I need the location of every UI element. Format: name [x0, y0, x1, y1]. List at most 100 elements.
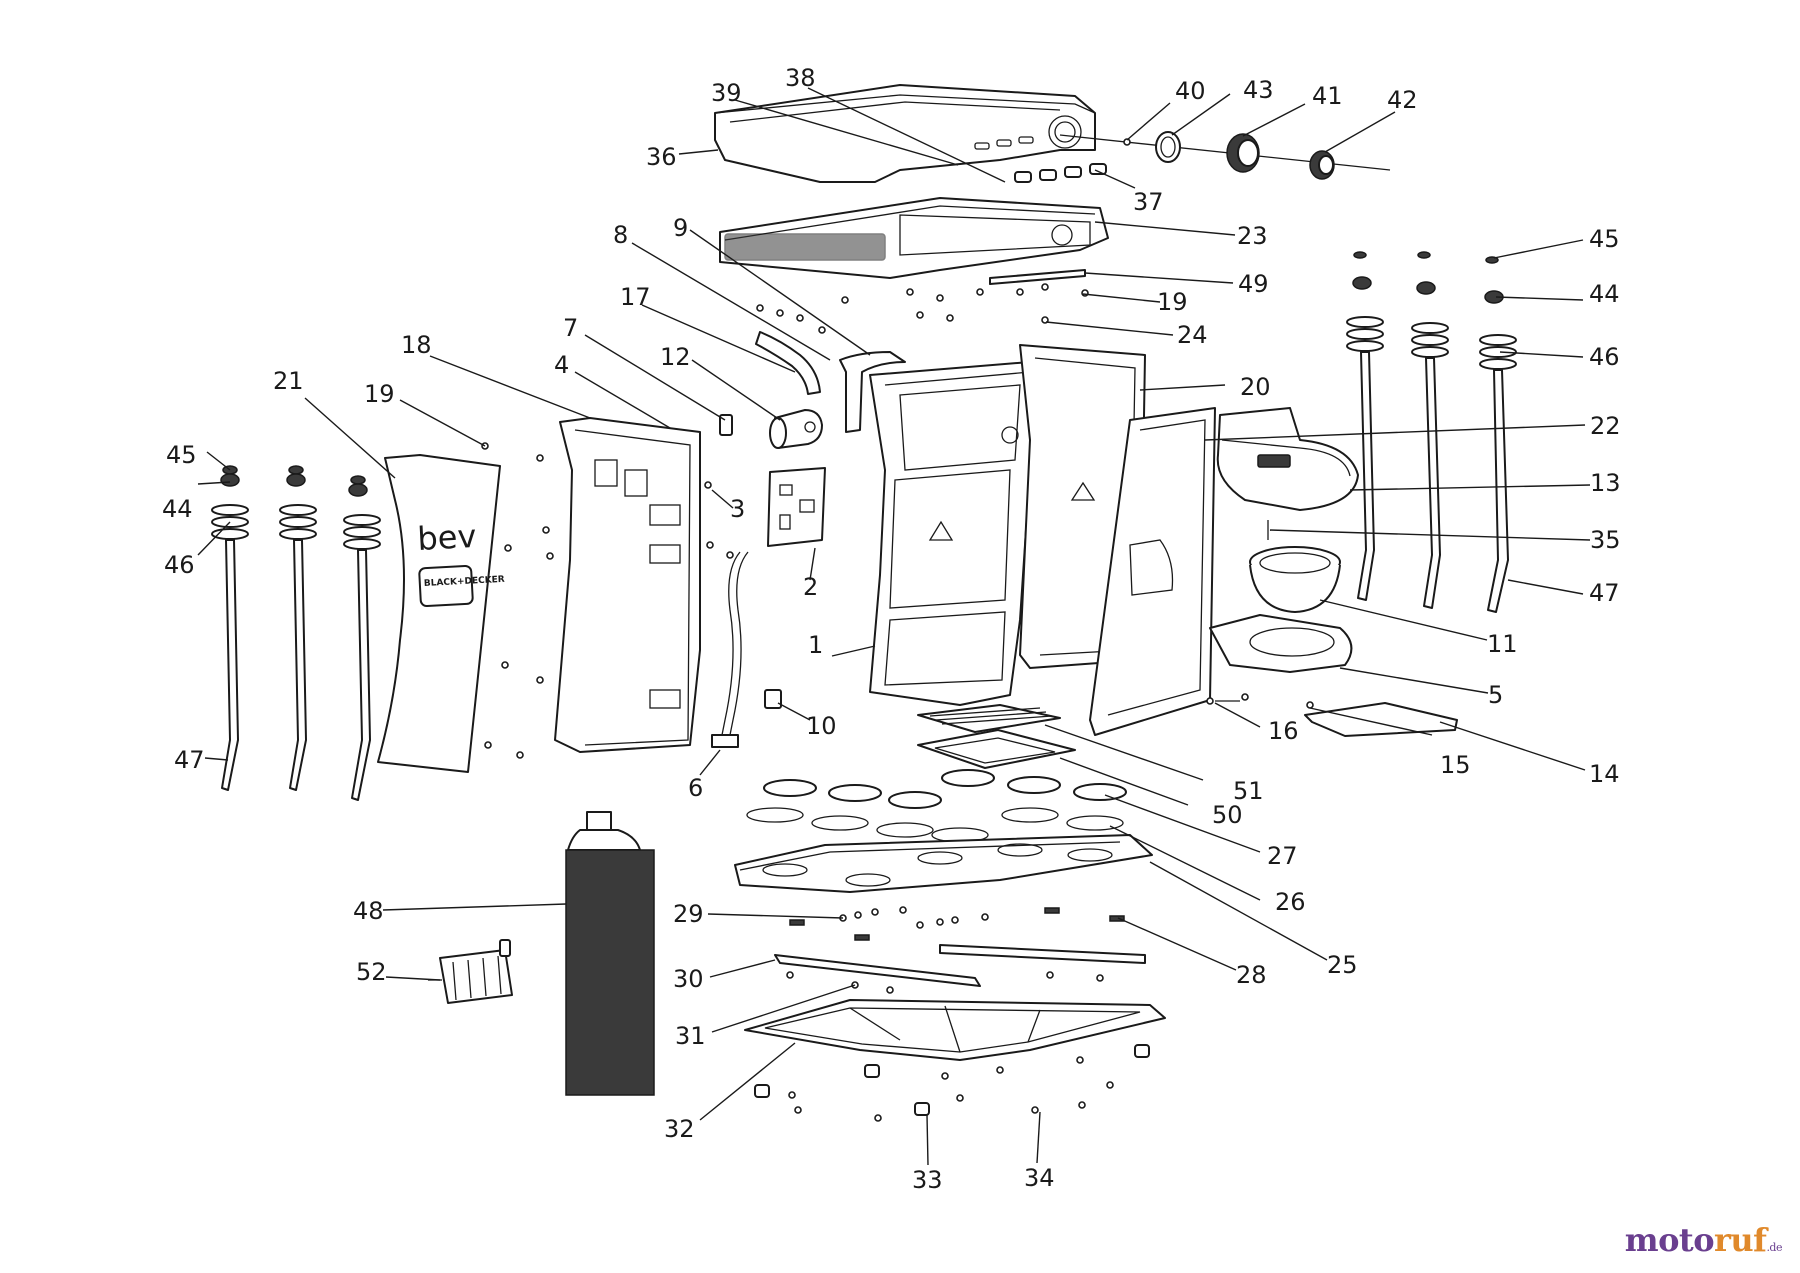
callout-17: 17	[620, 283, 651, 311]
callout-34: 34	[1024, 1164, 1055, 1192]
callout-35: 35	[1590, 526, 1621, 554]
callout-45-left: 45	[166, 441, 197, 469]
callout-1: 1	[808, 631, 823, 659]
callout-24: 24	[1177, 321, 1208, 349]
part-11-filter-cup	[1249, 546, 1341, 613]
part-44-47-right-tubes	[1346, 251, 1517, 613]
callout-48: 48	[353, 897, 384, 925]
callout-38: 38	[785, 64, 816, 92]
part-6-wire-harness	[711, 551, 749, 748]
callout-41: 41	[1312, 82, 1343, 110]
site-watermark: motoruf.de	[1624, 1221, 1783, 1259]
black-decker-logo: BLACK+DECKER	[424, 575, 505, 589]
callout-39: 39	[711, 79, 742, 107]
callout-49: 49	[1238, 270, 1269, 298]
watermark-part2: ruf	[1714, 1221, 1767, 1259]
part-51-grille	[917, 704, 1061, 733]
part-52-power-unit	[428, 939, 513, 1004]
callout-45-right: 45	[1589, 225, 1620, 253]
callout-30: 30	[673, 965, 704, 993]
callout-7: 7	[563, 314, 578, 342]
callout-27: 27	[1267, 842, 1298, 870]
part-44-47-left-tubes	[211, 465, 381, 801]
part-10-module	[764, 689, 782, 709]
callout-19-right: 19	[1157, 288, 1188, 316]
callout-28: 28	[1236, 961, 1267, 989]
callout-23: 23	[1237, 222, 1268, 250]
part-22-outer-panel	[1089, 407, 1216, 736]
callout-4: 4	[554, 351, 569, 379]
part-48-canister	[565, 811, 655, 1096]
callout-8: 8	[613, 221, 628, 249]
part-30-rails	[774, 944, 1146, 987]
callout-37: 37	[1133, 188, 1164, 216]
callout-36: 36	[646, 143, 677, 171]
callout-26: 26	[1275, 888, 1306, 916]
callout-21: 21	[273, 367, 304, 395]
callout-47-right: 47	[1589, 579, 1620, 607]
callout-40: 40	[1175, 77, 1206, 105]
callout-15: 15	[1440, 751, 1471, 779]
callout-18: 18	[401, 331, 432, 359]
part-50-tray	[917, 729, 1076, 769]
callout-labels: 1 2 3 4 5 6 7 8 9 10 11 12 13 14 15 16 1…	[162, 64, 1621, 1194]
callout-12: 12	[660, 343, 691, 371]
callout-43: 43	[1243, 76, 1274, 104]
callout-46-left: 46	[164, 551, 195, 579]
bev-logo: bev	[416, 517, 477, 558]
screws-upper	[756, 283, 1089, 334]
callout-33: 33	[912, 1166, 943, 1194]
part-2-pcb	[767, 467, 826, 547]
callout-44-left: 44	[162, 495, 193, 523]
callout-22: 22	[1590, 412, 1621, 440]
callout-13: 13	[1590, 469, 1621, 497]
leader-lines	[197, 87, 1591, 1166]
callout-50: 50	[1212, 801, 1243, 829]
callout-14: 14	[1589, 760, 1620, 788]
callout-3: 3	[730, 495, 745, 523]
callout-29: 29	[673, 900, 704, 928]
watermark-part1: moto	[1624, 1221, 1715, 1259]
callout-2: 2	[803, 573, 818, 601]
part-31-screws	[786, 971, 1104, 994]
part-17-hose	[755, 331, 821, 395]
callout-51: 51	[1233, 777, 1264, 805]
callout-11: 11	[1487, 630, 1518, 658]
part-49-strip	[989, 269, 1086, 285]
part-5-base-ring	[1209, 614, 1353, 673]
callout-16: 16	[1268, 717, 1299, 745]
part-21-front-panel: bev BLACK+DECKER	[377, 454, 505, 773]
callout-46-right: 46	[1589, 343, 1620, 371]
callout-10: 10	[806, 712, 837, 740]
part-32-base-frame	[744, 999, 1166, 1061]
part-23-control-housing	[719, 197, 1109, 279]
callout-52: 52	[356, 958, 387, 986]
callout-9: 9	[673, 214, 688, 242]
screws-left	[481, 442, 734, 759]
callout-44-right: 44	[1589, 280, 1620, 308]
part-7-switch	[719, 414, 733, 436]
part-13-basket-lid	[1216, 407, 1359, 511]
callout-5: 5	[1488, 681, 1503, 709]
part-40-43-knob-assembly	[1059, 131, 1391, 180]
part-25-base-tray	[734, 834, 1153, 893]
part-9-harness	[839, 351, 906, 433]
part-37-buttons	[1014, 163, 1107, 183]
callout-25: 25	[1327, 951, 1358, 979]
part-12-pump	[769, 409, 823, 449]
part-18-side-housing	[554, 417, 701, 753]
callout-31: 31	[675, 1022, 706, 1050]
part-14-16-tray	[1206, 693, 1458, 737]
callout-19-left: 19	[364, 380, 395, 408]
part-33-34-feet	[754, 1044, 1150, 1122]
callout-32: 32	[664, 1115, 695, 1143]
part-36-top-lid	[714, 84, 1096, 183]
callout-47-left: 47	[174, 746, 205, 774]
part-27-26-pads-rings	[746, 769, 1127, 843]
callout-42: 42	[1387, 86, 1418, 114]
watermark-suffix: .de	[1766, 1241, 1782, 1254]
callout-6: 6	[688, 774, 703, 802]
callout-20: 20	[1240, 373, 1271, 401]
part-29-28-screws	[789, 906, 1125, 941]
